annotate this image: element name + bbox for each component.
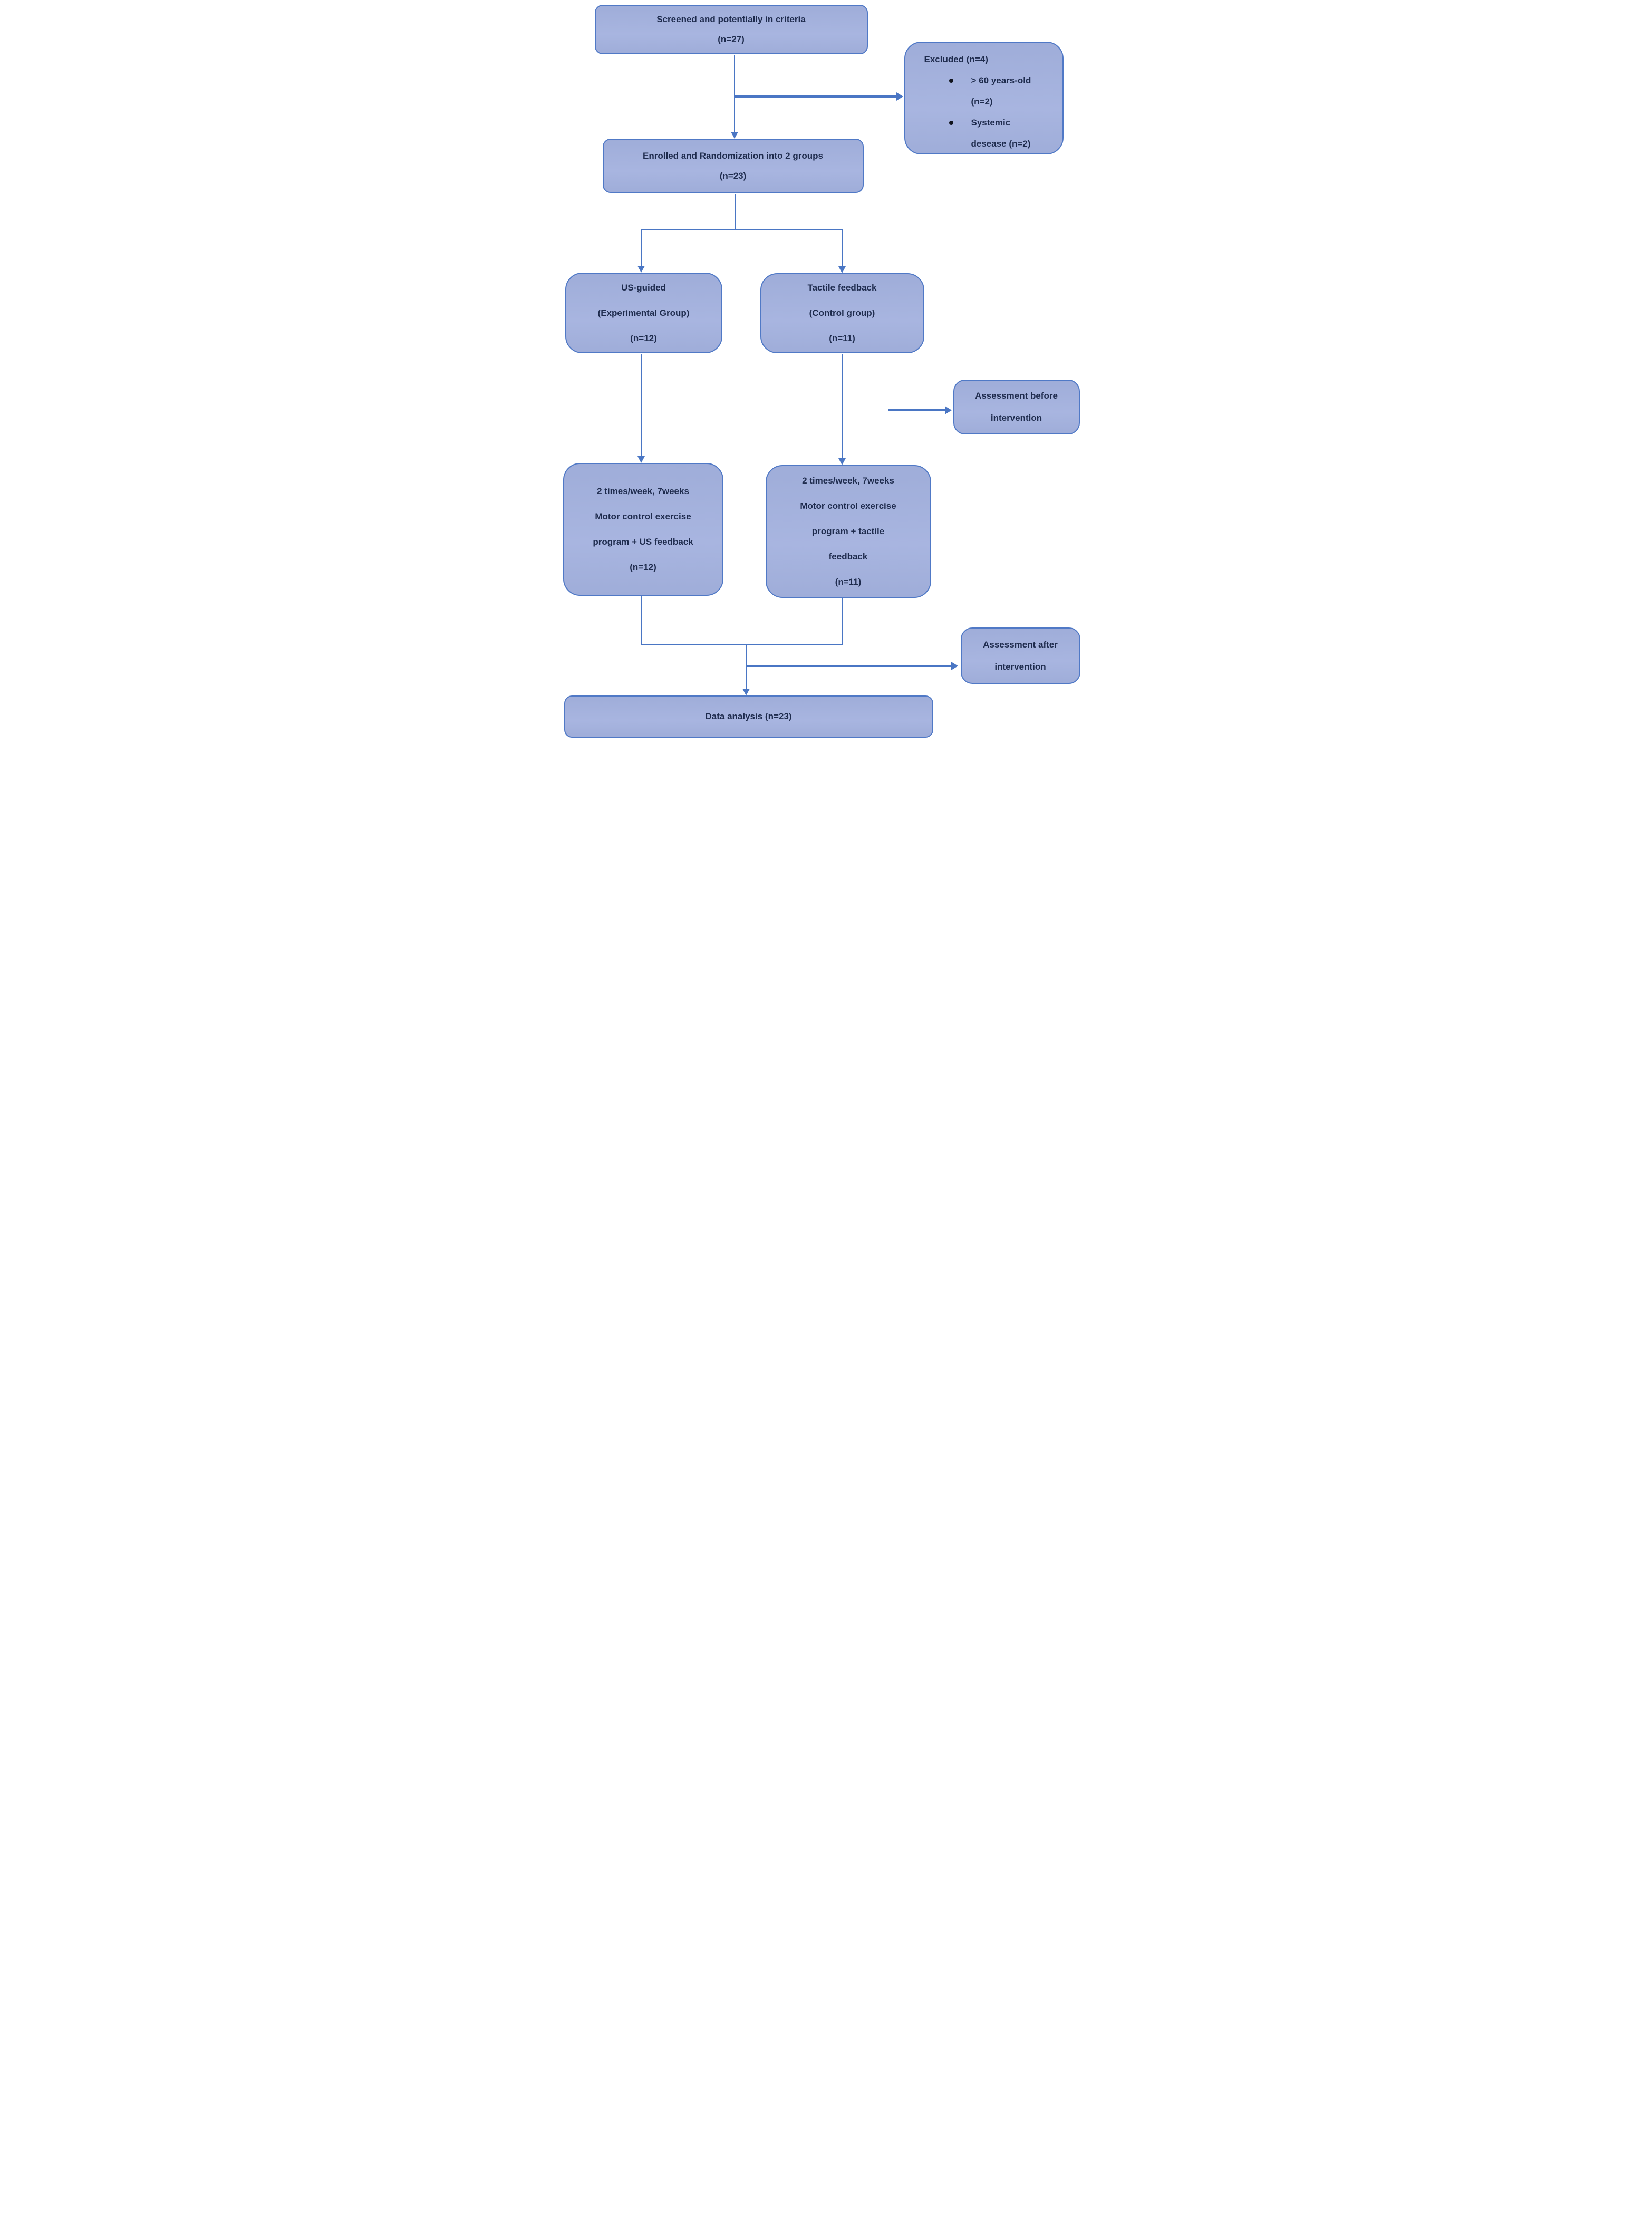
node-assessment-before-subtext: intervention	[990, 413, 1042, 423]
node-us-guided-text: US-guided	[621, 282, 666, 293]
flow-diagram-canvas: Screened and potentially in criteria (n=…	[550, 0, 1102, 744]
node-us-guided-count: (n=12)	[630, 333, 657, 343]
arrowhead-data-analysis-icon	[742, 689, 750, 695]
node-enrolled-text: Enrolled and Randomization into 2 groups	[643, 150, 823, 161]
line-join-to-data-analysis	[746, 645, 747, 690]
node-screened-count: (n=27)	[718, 34, 745, 44]
excluded-bullet-count: (n=2)	[971, 96, 993, 107]
node-exercise-tactile-line: feedback	[828, 552, 868, 562]
excluded-bullet-count: desease (n=2)	[971, 139, 1031, 149]
node-exercise-tactile-line: Motor control exercise	[800, 501, 896, 511]
node-excluded-title: Excluded (n=4)	[924, 54, 988, 64]
node-exercise-us: 2 times/week, 7weeks Motor control exerc…	[563, 463, 723, 596]
node-tactile-text: Tactile feedback	[807, 283, 877, 293]
arrowhead-assessment-before-icon	[944, 406, 952, 414]
node-enrolled: Enrolled and Randomization into 2 groups…	[602, 139, 864, 193]
node-assessment-after: Assessment after intervention	[960, 627, 1080, 684]
node-screened: Screened and potentially in criteria (n=…	[594, 5, 868, 54]
line-enrolled-to-split	[734, 194, 736, 230]
node-exercise-us-count: (n=12)	[630, 562, 656, 572]
arrowhead-tactile-icon	[838, 266, 846, 273]
node-assessment-after-subtext: intervention	[994, 661, 1046, 672]
excluded-bullet-text: > 60 years-old	[971, 75, 1031, 85]
node-assessment-before-text: Assessment before	[975, 391, 1058, 401]
arrowhead-excluded-icon	[896, 92, 903, 101]
node-data-analysis-text: Data analysis (n=23)	[705, 711, 792, 721]
node-excluded: Excluded (n=4) > 60 years-old (n=2) Syst…	[904, 42, 1064, 154]
node-exercise-us-line: 2 times/week, 7weeks	[597, 486, 689, 496]
node-exercise-tactile-line: program + tactile	[811, 526, 885, 536]
line-exercise-us-to-join	[640, 596, 642, 645]
line-to-assessment-after	[747, 665, 951, 667]
node-enrolled-count: (n=23)	[719, 170, 747, 181]
node-tactile-group: Tactile feedback (Control group) (n=11)	[760, 273, 924, 353]
bullet-icon	[949, 79, 953, 83]
node-us-guided-subtext: (Experimental Group)	[597, 307, 690, 318]
line-exercise-tactile-to-join	[841, 598, 843, 645]
arrowhead-enrolled-icon	[730, 132, 738, 139]
excluded-bullet-item: > 60 years-old (n=2)	[949, 70, 1031, 112]
line-split-horizontal	[640, 229, 843, 230]
line-tactile-to-exercise	[841, 354, 843, 458]
line-us-guided-to-exercise	[640, 354, 642, 456]
node-us-guided-group: US-guided (Experimental Group) (n=12)	[565, 273, 722, 353]
arrowhead-exercise-us-icon	[637, 456, 645, 463]
node-exercise-us-line: Motor control exercise	[595, 511, 691, 521]
arrowhead-assessment-after-icon	[951, 662, 958, 670]
line-branch-to-excluded	[734, 95, 896, 98]
node-exercise-tactile: 2 times/week, 7weeks Motor control exerc…	[765, 465, 931, 598]
line-to-assessment-before	[887, 409, 945, 411]
node-exercise-tactile-count: (n=11)	[835, 577, 862, 587]
line-screened-to-enrolled	[733, 55, 735, 133]
node-exercise-us-line: program + US feedback	[593, 537, 693, 547]
arrowhead-us-guided-icon	[637, 266, 645, 273]
excluded-bullet-text: Systemic	[971, 118, 1011, 128]
node-screened-text: Screened and potentially in criteria	[656, 14, 806, 24]
line-split-to-tactile	[841, 230, 843, 266]
node-exercise-tactile-line: 2 times/week, 7weeks	[802, 476, 894, 486]
node-tactile-subtext: (Control group)	[809, 308, 875, 318]
node-data-analysis: Data analysis (n=23)	[564, 695, 933, 738]
node-assessment-after-text: Assessment after	[983, 639, 1058, 650]
node-tactile-count: (n=11)	[829, 333, 855, 343]
excluded-bullet-item: Systemic desease (n=2)	[949, 112, 1031, 154]
node-assessment-before: Assessment before intervention	[953, 380, 1080, 434]
line-split-to-us-guided	[640, 230, 642, 266]
line-join-horizontal	[640, 644, 843, 645]
arrowhead-exercise-tactile-icon	[838, 458, 846, 465]
bullet-icon	[949, 121, 953, 125]
